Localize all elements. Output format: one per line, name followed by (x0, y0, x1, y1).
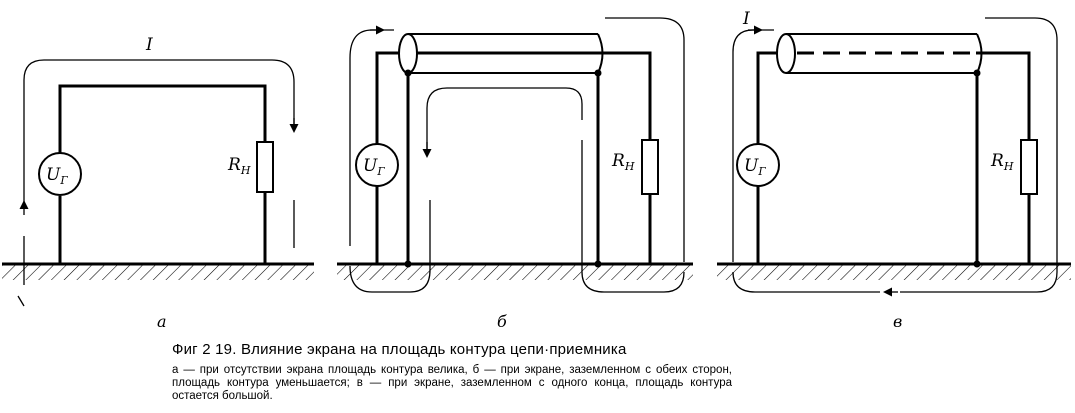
panel-letter-b: б (497, 312, 507, 331)
generator-label-a: UГ (46, 165, 68, 187)
panel-b: UГ RН I б (337, 17, 693, 331)
shield-end-left-b (398, 33, 418, 74)
load-label-c: RН (990, 151, 1014, 173)
signal-wire-b (375, 51, 652, 264)
generator-b (355, 143, 399, 187)
current-ground-loop-left-b (349, 200, 431, 293)
shield-cable-b (408, 33, 598, 74)
current-return-a (17, 200, 295, 307)
junction-dot (973, 260, 981, 268)
figure-caption: Фиг 2 19. Влияние экрана на площадь конт… (172, 341, 732, 403)
current-loop-outer-c (900, 17, 1058, 293)
signal-wire-c (756, 51, 1031, 264)
ground-hatch-a (2, 264, 314, 280)
generator-c (736, 143, 780, 187)
shield-end-left-c (776, 33, 796, 74)
current-loop-a (23, 59, 295, 205)
generator-label-c: UГ (744, 156, 766, 178)
current-label-a: I (145, 35, 153, 55)
panel-c: UГ RН I в (717, 9, 1071, 331)
panel-a: UГ RН I а (2, 35, 314, 331)
generator-label-b: UГ (363, 156, 385, 178)
load-label-a: RН (227, 155, 251, 177)
load-label-b: RН (611, 151, 635, 173)
shield-end-right-c (976, 33, 983, 74)
signal-wire-a (58, 84, 267, 264)
ground-hatch-c (717, 264, 1071, 280)
current-ground-loop-right-b (581, 140, 685, 293)
shield-cable-c (786, 33, 977, 74)
load-resistor-b (641, 139, 659, 195)
junction-dot (404, 260, 412, 268)
caption-title: Фиг 2 19. Влияние экрана на площадь конт… (172, 341, 627, 358)
generator-a (38, 152, 82, 196)
current-loop-b (349, 29, 394, 246)
junction-dot (594, 69, 602, 77)
current-return-c (732, 271, 880, 293)
panel-letter-c: в (893, 312, 902, 331)
panel-letter-a: а (157, 312, 167, 331)
ground-hatch-b (337, 264, 693, 280)
load-resistor-c (1020, 139, 1038, 195)
caption-text: а — при отсутствии экрана площадь контур… (172, 364, 732, 402)
junction-dot (973, 69, 981, 77)
shield-ground-wires-b (406, 73, 600, 264)
junction-dot (404, 69, 412, 77)
junction-dot (594, 260, 602, 268)
load-resistor-a (256, 141, 274, 193)
shield-end-right-b (597, 33, 604, 74)
current-loop-inner-b (426, 87, 583, 150)
current-loop-outer-b (605, 17, 685, 262)
current-label-c: I (742, 9, 750, 29)
